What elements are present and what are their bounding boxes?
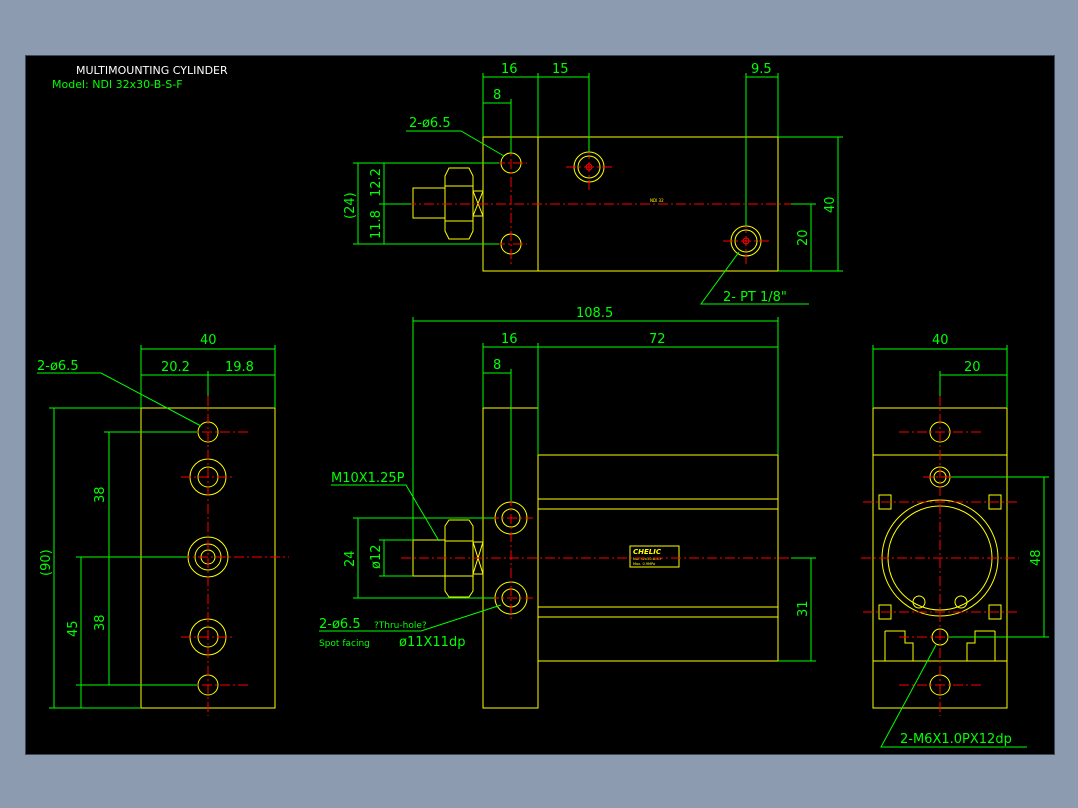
front-nameplate-brand: CHELIC xyxy=(633,548,662,556)
top-view: NDI 32 xyxy=(343,62,843,305)
top-hole-callout: 2-ø6.5 xyxy=(409,116,451,131)
top-nut xyxy=(444,167,474,240)
front-hole-leader xyxy=(319,604,502,632)
front-spot-label: Spot facing xyxy=(319,639,370,649)
top-dim-40: 40 xyxy=(823,196,838,213)
top-port-leader xyxy=(700,251,809,305)
right-dim-20: 20 xyxy=(964,360,981,375)
right-dim-48: 48 xyxy=(1029,549,1044,566)
left-dim-90-ref: (90) xyxy=(39,549,54,576)
front-tube xyxy=(537,454,779,662)
top-rod-thread xyxy=(412,187,446,219)
top-dim-20: 20 xyxy=(796,229,811,246)
top-center-label: NDI 32 xyxy=(650,198,664,203)
front-spot-value: ø11X11dp xyxy=(399,635,465,650)
top-dim-11-8: 11.8 xyxy=(369,210,384,239)
model-number: Model: NDI 32x30-B-S-F xyxy=(52,78,183,91)
cad-drawing-area: MULTIMOUNTING CYLINDER Model: NDI 32x30-… xyxy=(25,55,1055,755)
left-dim-38-bottom: 38 xyxy=(93,614,108,631)
left-dim-45: 45 xyxy=(66,620,81,637)
right-screw-left xyxy=(912,595,926,609)
right-dim-40: 40 xyxy=(932,333,949,348)
drawing-title: MULTIMOUNTING CYLINDER xyxy=(76,64,228,77)
right-screw-right xyxy=(954,595,968,609)
technical-drawing: MULTIMOUNTING CYLINDER Model: NDI 32x30-… xyxy=(37,62,1049,748)
front-dim-31: 31 xyxy=(796,600,811,617)
front-dim-24: 24 xyxy=(343,550,358,567)
top-dim-12-2: 12.2 xyxy=(369,168,384,197)
right-tslot-right xyxy=(966,630,996,661)
front-nameplate xyxy=(629,545,680,568)
top-port2-inner xyxy=(734,229,758,253)
top-dim-9-5: 9.5 xyxy=(751,62,772,77)
top-dim-8: 8 xyxy=(493,88,501,103)
front-hole-note: ?Thru-hole? xyxy=(374,621,427,631)
left-dim-20-2: 20.2 xyxy=(161,360,190,375)
left-dim-38-top: 38 xyxy=(93,486,108,503)
top-dim-15: 15 xyxy=(552,62,569,77)
front-view: CHELIC NDI 32x30-B-S-F Max. 0.9MPa xyxy=(319,306,816,709)
left-view: 40 20.2 19.8 2-ø6.5 38 (90) 45 38 xyxy=(37,333,289,716)
left-hole-callout: 2-ø6.5 xyxy=(37,359,79,374)
top-dim-24-ref: (24) xyxy=(343,192,358,219)
front-dim-16: 16 xyxy=(501,332,518,347)
front-thread-leader xyxy=(331,484,440,542)
front-nut xyxy=(444,519,474,598)
top-port-inner xyxy=(577,155,601,179)
left-hole-leader xyxy=(37,372,202,427)
front-nameplate-line1: NDI 32x30-B-S-F xyxy=(633,557,662,561)
front-nameplate-line2: Max. 0.9MPa xyxy=(633,562,655,566)
top-port-callout: 2- PT 1/8" xyxy=(723,290,787,305)
left-dim-40: 40 xyxy=(200,333,217,348)
left-dim-19-8: 19.8 xyxy=(225,360,254,375)
front-dim-dia12: ø12 xyxy=(369,545,384,570)
right-tap-callout: 2-M6X1.0PX12dp xyxy=(900,732,1012,747)
front-dim-8: 8 xyxy=(493,358,501,373)
top-hole-leader xyxy=(406,130,505,157)
top-dim-16: 16 xyxy=(501,62,518,77)
right-tap-leader xyxy=(880,644,1027,748)
front-dim-72: 72 xyxy=(649,332,666,347)
front-hole-callout: 2-ø6.5 xyxy=(319,617,361,632)
front-dim-108-5: 108.5 xyxy=(576,306,613,321)
right-view: 40 20 48 2-M6X1.0PX12dp xyxy=(861,333,1049,748)
front-thread-callout: M10X1.25P xyxy=(331,471,405,486)
right-tslot-left xyxy=(884,630,914,661)
